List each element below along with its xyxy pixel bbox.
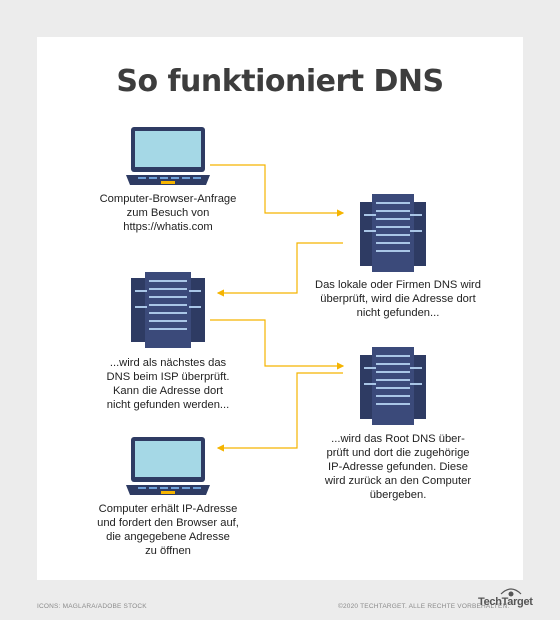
brand-logo: TechTarget <box>478 596 533 608</box>
icon-credits: ICONS: MAGLARA/ADOBE STOCK <box>37 603 147 610</box>
laptop-icon <box>126 127 210 185</box>
step-5-caption: Computer erhält IP-Adresse und fordert d… <box>97 503 239 557</box>
step-1-caption: Computer-Browser-Anfrage zum Besuch von … <box>99 193 237 233</box>
copyright: ©2020 TECHTARGET. ALLE RECHTE VORBEHALTE… <box>338 603 510 610</box>
connector-2-to-3 <box>216 242 343 297</box>
step-2-caption: Das lokale oder Firmen DNS wird überprüf… <box>315 279 481 319</box>
step-4-caption: ...wird das Root DNS über- prüft und dor… <box>324 433 472 501</box>
server-stack-icon <box>360 347 426 425</box>
techtarget-eye-icon <box>500 588 522 597</box>
connector-4-to-5 <box>216 372 343 452</box>
laptop-icon <box>126 437 210 495</box>
diagram-card <box>37 37 523 580</box>
connector-1-to-2 <box>210 164 345 217</box>
server-stack-icon <box>131 272 205 348</box>
step-3-caption: ...wird als nächstes das DNS beim ISP üb… <box>106 357 230 411</box>
diagram-title: So funktioniert DNS <box>116 64 444 99</box>
server-stack-icon <box>360 194 426 272</box>
connector-3-to-4 <box>210 319 345 370</box>
